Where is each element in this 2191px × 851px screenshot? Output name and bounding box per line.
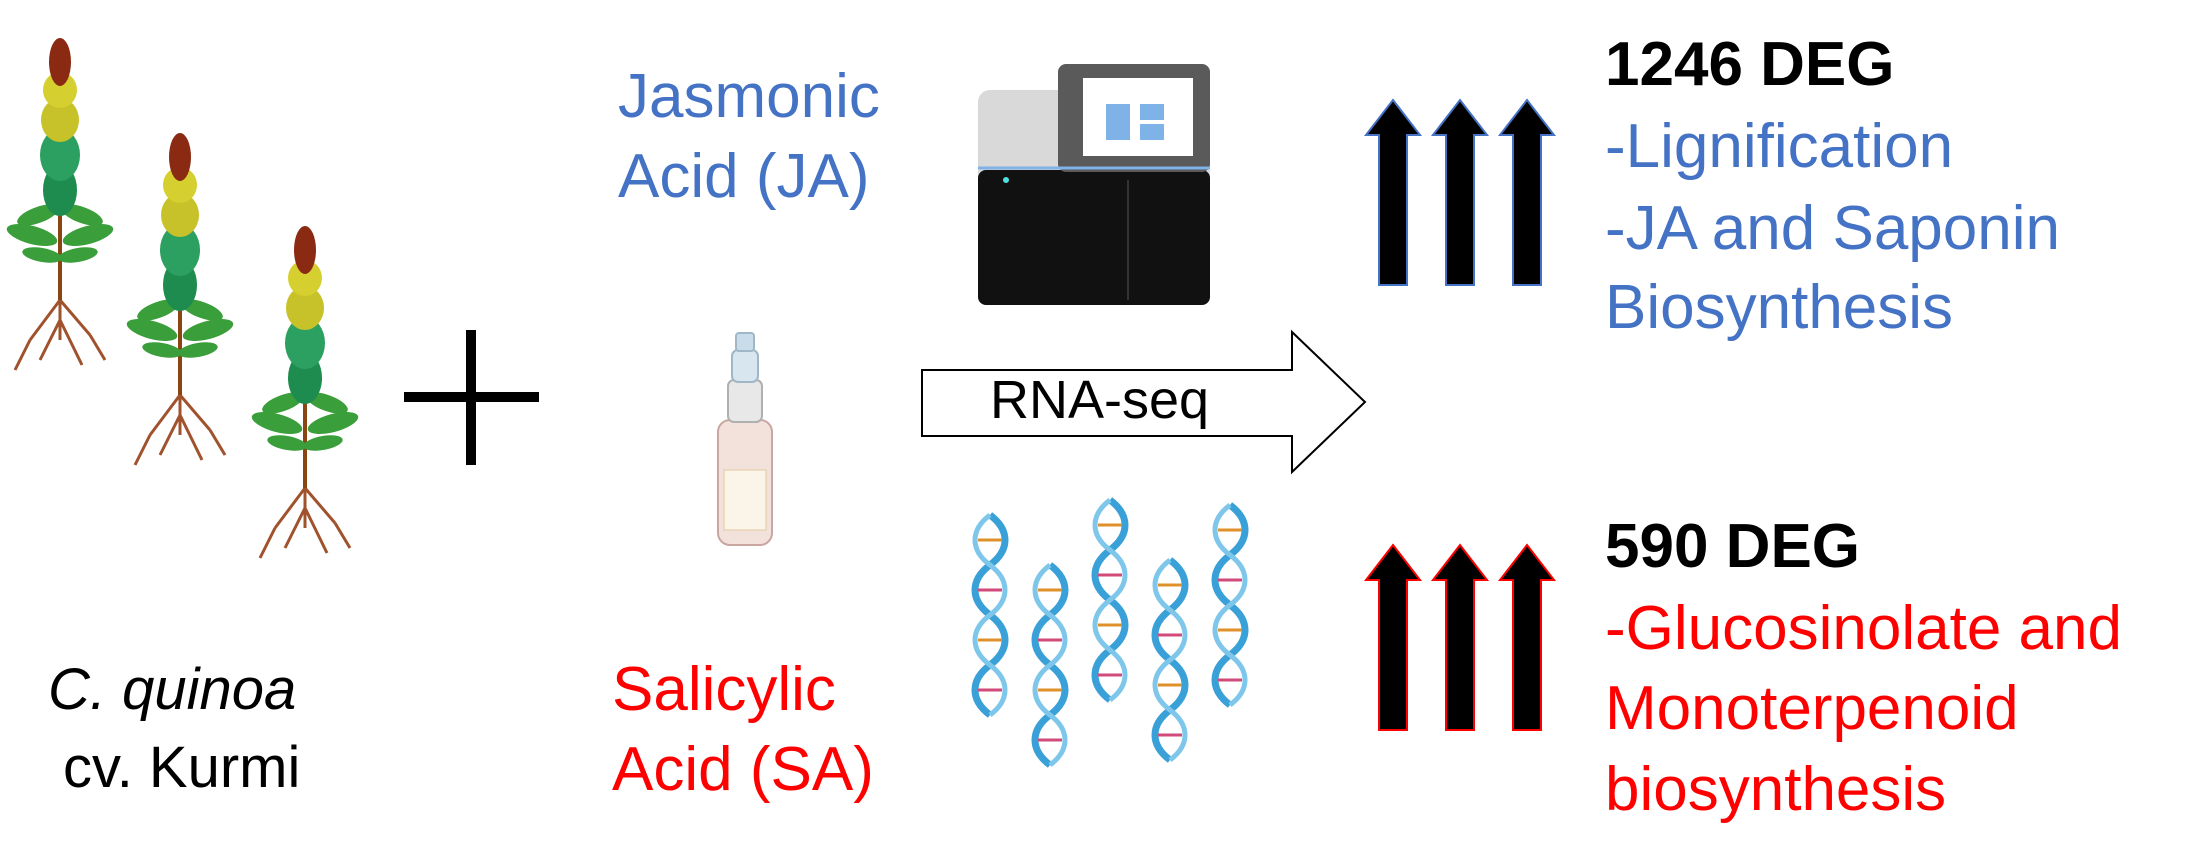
ja-label: Jasmonic xyxy=(618,62,880,131)
up-arrow-icon xyxy=(1365,99,1555,286)
rna-seq-label: RNA-seq xyxy=(990,370,1210,430)
ja-result-item: -Lignification xyxy=(1605,112,1954,181)
sa-result-item: Monoterpenoid xyxy=(1605,674,2019,743)
sa-label: Salicylic xyxy=(612,655,836,724)
up-arrow-icon xyxy=(1365,544,1555,731)
ja-deg-count: 1246 DEG xyxy=(1605,30,1895,99)
cultivar-label: cv. Kurmi xyxy=(63,735,301,800)
sa-result-item: -Glucosinolate and xyxy=(1605,594,2122,663)
dna-helix-icon xyxy=(975,500,1245,765)
sequencer-icon xyxy=(978,64,1210,305)
plus-icon xyxy=(404,330,539,465)
sa-label-line2: Acid (SA) xyxy=(612,735,874,804)
arrow-right-icon xyxy=(921,329,1367,475)
quinoa-plant-icon xyxy=(2,36,363,560)
ja-label-line2: Acid (JA) xyxy=(618,142,870,211)
ja-result-item: Biosynthesis xyxy=(1605,273,1954,342)
species-label: C. quinoa xyxy=(48,657,297,722)
spray-bottle-icon xyxy=(717,332,773,546)
sa-result-item: biosynthesis xyxy=(1605,755,1947,824)
sa-deg-count: 590 DEG xyxy=(1605,512,1861,581)
ja-result-item: -JA and Saponin xyxy=(1605,194,2061,263)
